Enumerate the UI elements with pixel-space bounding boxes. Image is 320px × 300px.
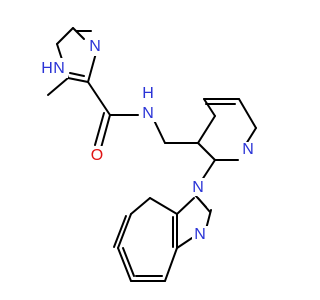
- bond: [72, 27, 85, 40]
- bond: [113, 215, 127, 248]
- label-bg: [192, 226, 210, 244]
- atom-label-n-benzimidazole-3: N: [194, 226, 206, 243]
- label-bg: [86, 38, 104, 56]
- bond: [197, 115, 216, 144]
- bond: [130, 197, 151, 215]
- amide-group: [87, 81, 199, 149]
- bond: [122, 247, 135, 277]
- atom-label-n-amide: N: [142, 105, 154, 122]
- atom-label-o-carbonyl: O: [91, 147, 103, 164]
- atom-label-n-benzimidazole-1: N: [192, 179, 204, 196]
- bond: [94, 112, 105, 146]
- label-bg: [88, 146, 106, 164]
- bond: [56, 27, 74, 45]
- bond: [117, 247, 132, 282]
- label-bg: [190, 178, 208, 196]
- atom-label-n-pyridine: N: [242, 141, 254, 158]
- bond: [197, 142, 216, 161]
- bond: [87, 81, 111, 116]
- label-bg: [140, 92, 158, 122]
- atom-labels: H N N H N O N N N: [38, 38, 258, 244]
- bond: [176, 197, 195, 215]
- bond: [117, 213, 132, 249]
- molecule-canvas: H N N H N O N N N: [38, 27, 258, 282]
- bond: [238, 98, 257, 129]
- atom-label-h-imidazole: H: [41, 60, 53, 77]
- atom-label-h-amide: H: [142, 85, 154, 102]
- bond: [149, 197, 178, 215]
- bond: [87, 52, 97, 83]
- label-bg: [240, 142, 258, 160]
- label-bg: [38, 58, 68, 78]
- bond: [67, 77, 89, 83]
- methyl-bond: [47, 77, 69, 96]
- bond: [69, 72, 85, 77]
- bond: [100, 114, 111, 149]
- bond: [194, 194, 207, 208]
- bond: [176, 237, 193, 249]
- atom-label-n-imidazole-h: N: [53, 60, 65, 77]
- bond: [203, 98, 216, 117]
- bond: [164, 247, 178, 282]
- imidazole-ring: [47, 27, 97, 96]
- structure-diagram: H N N H N O N N N: [38, 27, 258, 282]
- bond: [245, 127, 257, 145]
- atom-label-n-imidazole: N: [89, 38, 101, 55]
- benzimidazole: [113, 194, 212, 282]
